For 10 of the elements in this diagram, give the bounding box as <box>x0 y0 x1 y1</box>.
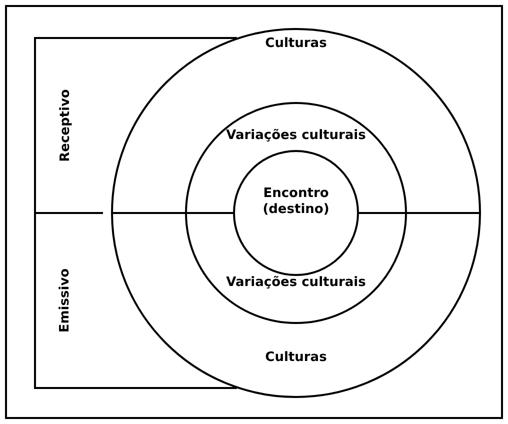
circle <box>111 28 481 398</box>
side-label: Emissivo <box>58 268 73 332</box>
circle <box>185 102 407 324</box>
circle-label: Culturas <box>264 36 328 52</box>
circle-label: Encontro (destino) <box>262 186 330 218</box>
circle <box>233 150 359 276</box>
circle-label: Culturas <box>264 350 328 366</box>
circle-label: Variações culturais <box>225 128 367 144</box>
side-label: Receptivo <box>57 88 72 162</box>
circle-label: Variações culturais <box>225 275 367 291</box>
